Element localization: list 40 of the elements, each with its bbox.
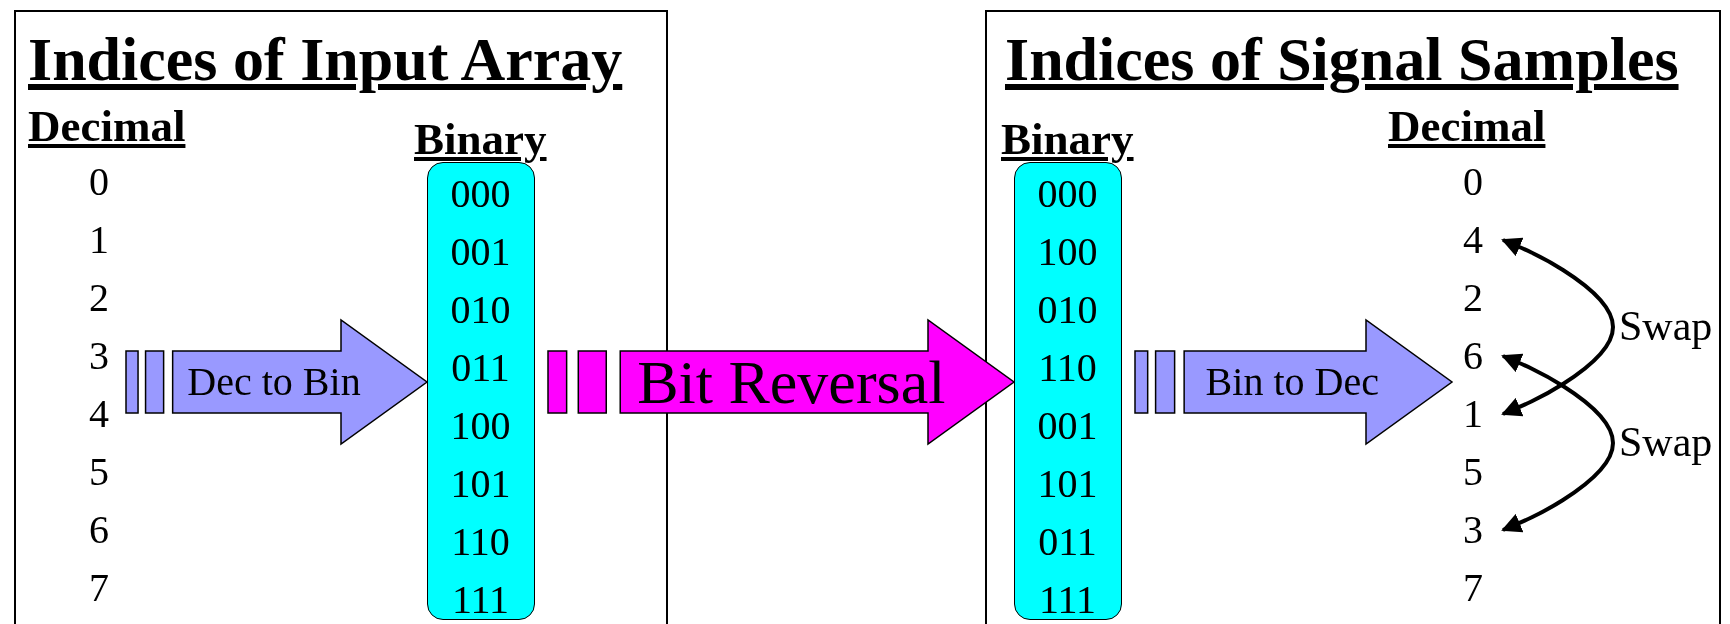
binary-index: 011 bbox=[450, 348, 511, 388]
binary-index: 000 bbox=[1036, 174, 1099, 214]
column-heading: Binary bbox=[414, 117, 547, 162]
decimal-index: 2 bbox=[1443, 276, 1503, 320]
binary-index: 001 bbox=[1036, 406, 1099, 446]
decimal-index: 0 bbox=[88, 162, 110, 202]
binary-index: 111 bbox=[451, 580, 510, 620]
decimal-index: 6 bbox=[1443, 334, 1503, 378]
decimal-index: 4 bbox=[1443, 218, 1503, 262]
binary-index: 010 bbox=[1036, 290, 1099, 330]
decimal-index: 7 bbox=[88, 568, 110, 608]
decimal-index: 7 bbox=[1443, 566, 1503, 610]
panel bbox=[985, 10, 1721, 624]
binary-index: 000 bbox=[449, 174, 512, 214]
binary-index: 111 bbox=[1038, 580, 1097, 620]
decimal-index: 2 bbox=[88, 278, 110, 318]
decimal-index: 3 bbox=[88, 336, 110, 376]
decimal-index: 4 bbox=[88, 394, 110, 434]
binary-index: 101 bbox=[1036, 464, 1099, 504]
decimal-index: 1 bbox=[1443, 392, 1503, 436]
binary-index: 110 bbox=[450, 522, 511, 562]
decimal-index: 5 bbox=[88, 452, 110, 492]
binary-index: 101 bbox=[449, 464, 512, 504]
binary-index: 011 bbox=[1037, 522, 1098, 562]
column-heading: Decimal bbox=[28, 104, 186, 149]
binary-index: 100 bbox=[1036, 232, 1099, 272]
decimal-index: 6 bbox=[88, 510, 110, 550]
decimal-index: 1 bbox=[88, 220, 110, 260]
binary-index: 001 bbox=[449, 232, 512, 272]
decimal-index: 5 bbox=[1443, 450, 1503, 494]
binary-index: 110 bbox=[1037, 348, 1098, 388]
decimal-index: 3 bbox=[1443, 508, 1503, 552]
column-heading: Decimal bbox=[1388, 104, 1546, 149]
column-heading: Binary bbox=[1001, 117, 1134, 162]
binary-index: 010 bbox=[449, 290, 512, 330]
edge-label: Dec to Bin bbox=[186, 360, 362, 404]
binary-index: 100 bbox=[449, 406, 512, 446]
edge-label: Bit Reversal bbox=[636, 347, 947, 417]
edge-label: Bin to Dec bbox=[1204, 360, 1380, 404]
decimal-index: 0 bbox=[1443, 160, 1503, 204]
